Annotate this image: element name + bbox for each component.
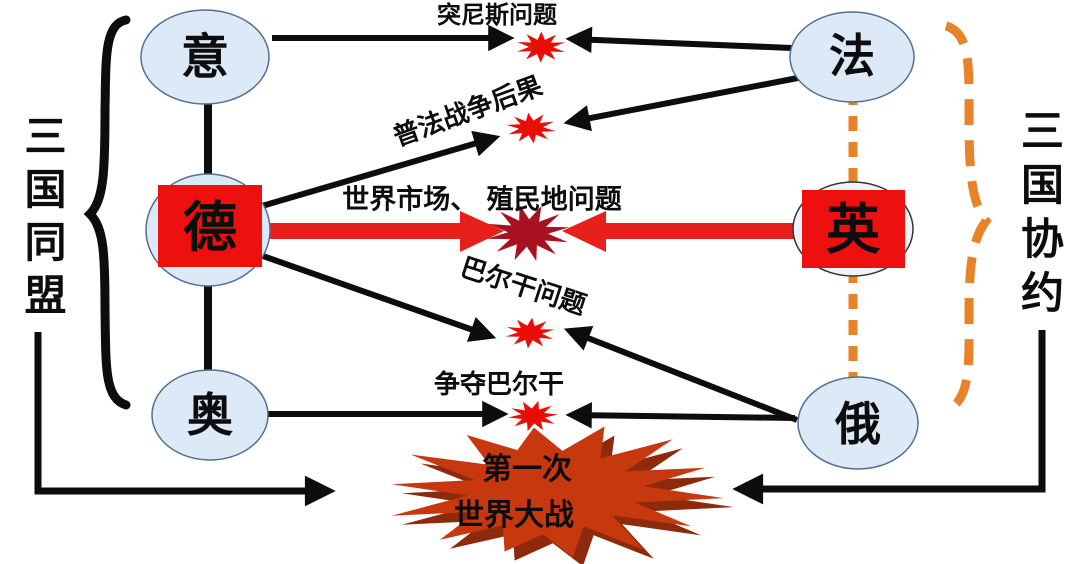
worldmarket-conflict-label: 世界市场、 殖民地问题 [342,184,622,216]
france-node [789,11,915,103]
germany-francoprussian-arrow [261,130,501,209]
italy-node [140,9,270,105]
britain-box [802,190,905,268]
balkanstruggle-starburst [508,400,558,432]
francoprussian-starburst [506,112,556,144]
alliance-to-war-arrow [34,332,336,507]
tunisia-conflict-label: 突尼斯问题 [437,1,557,29]
russia-struggle-arrow [565,402,796,429]
russia-node [797,376,919,470]
ww1-label-line1: 第一次 [482,452,572,487]
britain-label: 英 [826,197,880,261]
france-tunisia-arrow [565,26,793,53]
austria-label: 奥 [187,388,233,442]
ww1-explosion [391,426,724,558]
balkanproblem-starburst [505,317,555,349]
germany-label: 德 [183,195,237,259]
france-label: 法 [829,29,875,83]
ww1-label-line2: 世界大战 [454,498,574,533]
entente-to-war-arrow [732,330,1046,505]
tunisia-starburst [517,31,565,63]
russia-label: 俄 [835,397,881,451]
britain-worldmarket-red-arrow [562,211,800,252]
worldmarket-starburst [486,205,570,261]
italy-label: 意 [180,29,230,85]
austria-node [151,369,269,461]
triple-entente-label: 三国协约 [1013,108,1064,324]
france-francoprussian-arrow [563,73,809,132]
triple-alliance-label: 三国同盟 [18,114,67,326]
germany-balkan-arrow [262,253,497,342]
germany-worldmarket-red-arrow [266,211,504,252]
balkanstruggle-conflict-label: 争夺巴尔干 [433,370,565,400]
right-brace [944,21,992,415]
germany-box [158,185,262,267]
left-brace [83,15,131,410]
russia-balkan-arrow [563,325,799,423]
